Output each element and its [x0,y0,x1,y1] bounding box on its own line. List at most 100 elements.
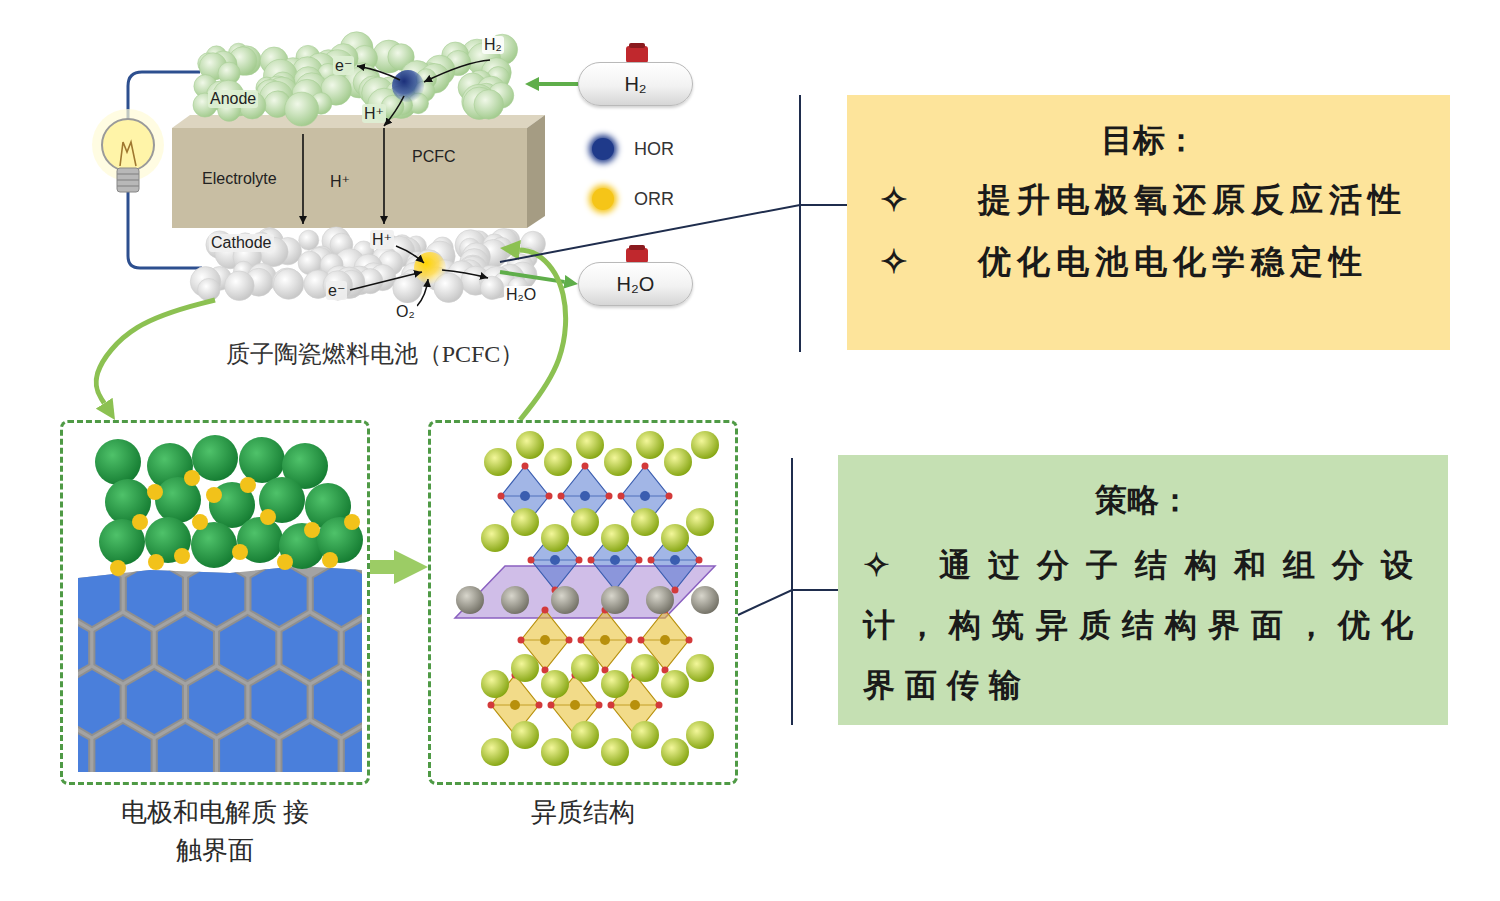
box-heading: 目标： [867,115,1430,165]
oxygen-atom [696,557,703,564]
anode-particle [285,92,319,126]
a-site-atom [516,431,544,459]
catalyst-particle [192,514,208,530]
bulb-glass [102,119,154,171]
oxygen-atom [686,637,693,644]
legend-item: ORR [592,188,674,210]
panel-caption: 异质结构 [488,794,678,832]
reaction-arrow [302,134,304,224]
oxygen-atom [596,702,603,709]
a-site-atom [601,670,629,698]
part-name: Cathode [209,234,274,252]
electrolyte-grain [375,669,432,735]
species-label: H⁺ [370,230,394,249]
cathode-particle [480,276,503,299]
part-name: H₂ [624,73,646,96]
a-site-atom [601,586,629,614]
reaction-arrow [396,246,424,263]
reaction-arrow [383,128,385,224]
legend-text: HOR [634,139,674,160]
part-name: H⁺ [328,172,352,191]
b-site-atom [630,700,640,710]
legend-item: HOR [592,138,674,160]
a-site-atom [686,721,714,749]
reaction-arrow [442,270,488,278]
anode-particle [474,90,504,120]
species-label: e⁻ [333,56,354,75]
catalyst-particle [184,470,200,486]
oxygen-atom [672,587,679,594]
oxygen-atom [536,702,543,709]
cathode-particle [225,271,255,301]
part-name: H₂O [617,273,655,296]
a-site-atom [636,431,664,459]
a-site-atom [631,654,659,682]
catalyst-particle [240,477,256,493]
catalyst-particle [110,560,126,576]
catalyst-particle [304,522,320,538]
electrode-particle [95,439,141,485]
b-site-atom [610,555,620,565]
a-site-atom [646,586,674,614]
oxygen-atom [518,637,525,644]
electrolyte-grain [313,561,370,627]
cathode-particle [323,271,353,301]
species-label: H⁺ [362,104,386,123]
leader-line [500,205,847,262]
catalyst-particle [132,514,148,530]
oxygen-atom [498,493,505,500]
electrolyte-grain [1,561,58,627]
b-site-atom [570,700,580,710]
a-site-atom [511,721,539,749]
oxygen-atom [618,493,625,500]
a-site-atom [576,431,604,459]
reaction-arrow [384,96,404,126]
legend-swatch [592,138,614,160]
bracket-line [799,95,801,352]
oxygen-atom [546,493,553,500]
electrolyte-grain [94,615,151,681]
oxygen-atom [488,702,495,709]
b-site-atom [660,635,670,645]
oxygen-atom [642,463,649,470]
electrolyte-grain [406,615,463,681]
tank-valve [629,43,645,48]
a-site-atom [541,670,569,698]
catalyst-particle [206,487,222,503]
species-label: H₂O [504,286,538,304]
a-site-atom [541,524,569,552]
electrolyte-grain [188,669,245,735]
flow-arrow [539,82,578,86]
a-site-atom [551,586,579,614]
part-name: PCFC [410,148,458,166]
box-body: ✧ 通过分子结构和组分设计，构筑异质结构界面，优化界面传输 [863,535,1423,715]
oxygen-atom [558,493,565,500]
slab-front [172,128,527,228]
oxygen-atom [638,637,645,644]
electrolyte-grain [344,723,401,789]
a-site-atom [691,586,719,614]
electrolyte-grain [126,669,183,735]
orr-site [414,252,446,284]
a-site-atom [604,448,632,476]
bulb-thread [117,173,139,174]
cathode-cluster: Cathode [195,228,500,300]
bulb-thread [117,179,139,180]
catalyst-particle [232,544,248,560]
a-site-atom [511,508,539,536]
leader-line [738,590,838,615]
catalyst-particle [174,548,190,564]
oxygen-atom [666,493,673,500]
oxygen-atom [636,557,643,564]
a-site-atom [601,524,629,552]
cathode-particle [273,269,303,299]
reaction-arrow [417,279,428,306]
electrolyte-grain [344,615,401,681]
a-site-atom [661,524,689,552]
a-site-atom [691,431,719,459]
a-site-atom [661,738,689,766]
b-site-atom [600,635,610,645]
electrolyte-grain [157,615,214,681]
a-site-atom [456,586,484,614]
a-site-atom [501,586,529,614]
